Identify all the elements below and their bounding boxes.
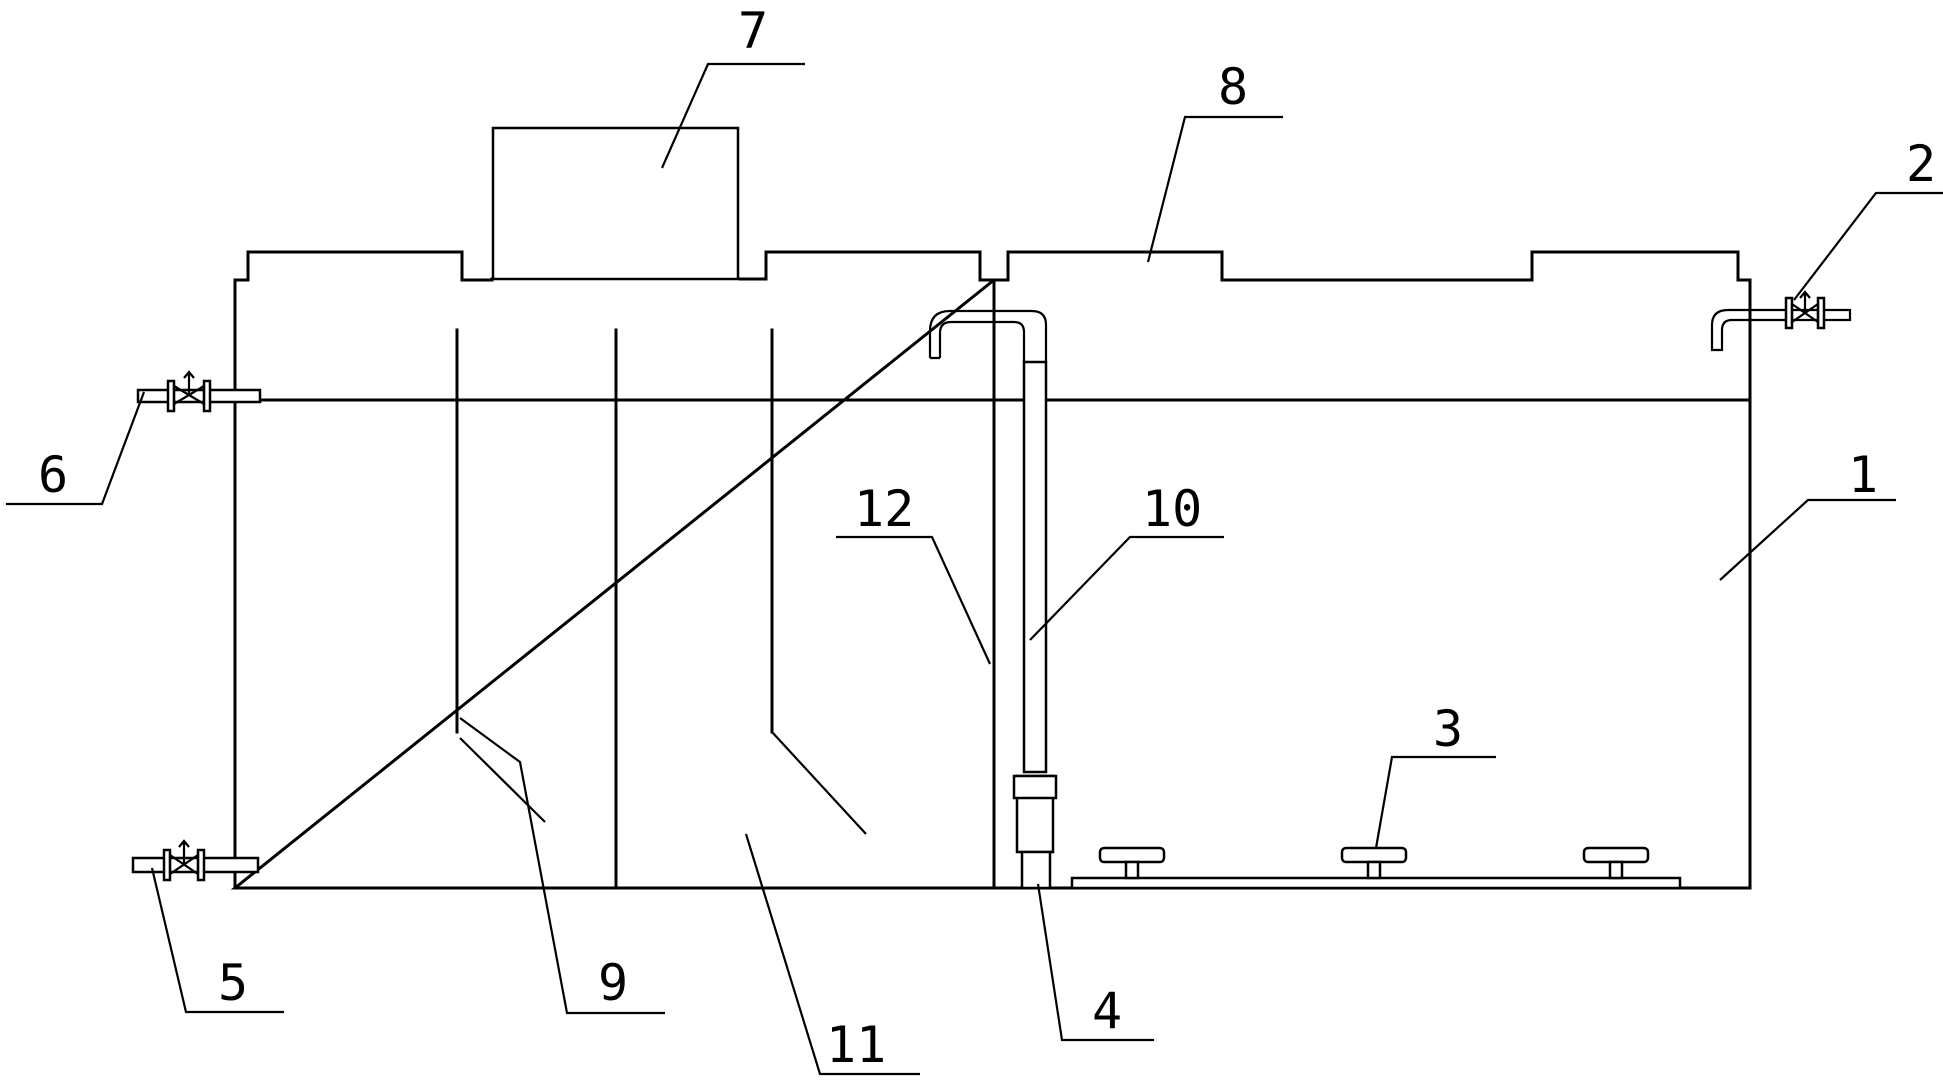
inlet-pipe <box>1710 308 1852 352</box>
diffuser-2 <box>1340 846 1408 880</box>
label-6: 6 <box>38 446 68 504</box>
label-8: 8 <box>1218 58 1248 116</box>
label-4: 4 <box>1092 982 1122 1040</box>
valve-6-icon <box>172 370 206 406</box>
label-5: 5 <box>218 954 248 1012</box>
riser-pipe-elbow <box>928 309 1048 362</box>
label-1: 1 <box>1848 446 1878 504</box>
label-12: 12 <box>854 480 914 538</box>
leader-dashes <box>459 731 867 835</box>
inlet-valve-icon <box>1790 290 1820 325</box>
diffuser-1 <box>1098 846 1166 880</box>
valve-5-icon <box>168 839 200 877</box>
riser-pipe <box>1022 360 1048 774</box>
label-9: 9 <box>598 954 628 1012</box>
diffuser-3 <box>1582 846 1650 880</box>
label-7: 7 <box>738 2 768 60</box>
label-2: 2 <box>1906 135 1936 193</box>
label-11: 11 <box>826 1016 886 1074</box>
pump-collar <box>1012 774 1058 800</box>
label-3: 3 <box>1433 700 1463 758</box>
top-unit-box-7 <box>491 126 740 281</box>
label-10: 10 <box>1142 480 1202 538</box>
pump-base <box>1020 850 1052 890</box>
leader-lines <box>6 62 1943 1076</box>
aerator-plate <box>1070 876 1682 890</box>
